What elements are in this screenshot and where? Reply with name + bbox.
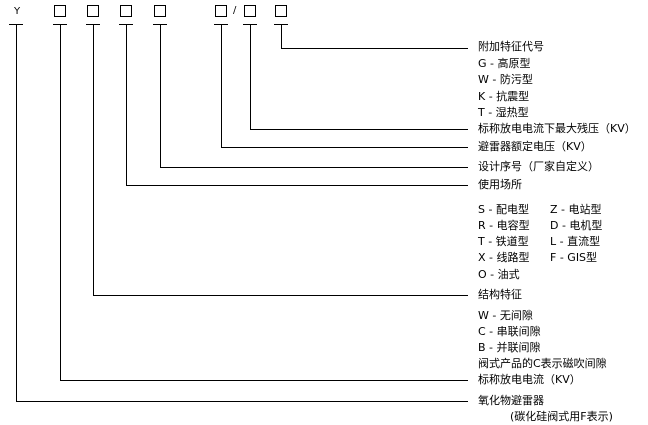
option-z-station: Z - 电站型 [550,203,602,216]
option-w-gapless: W - 无间隙 [478,309,533,322]
box-residual-voltage [244,5,256,17]
option-r-capacitor: R - 电容型 [478,219,530,232]
option-s-distribution: S - 配电型 [478,203,529,216]
label-rated-voltage: 避雷器额定电压（KV） [478,140,592,153]
leader-vertical-3 [126,24,127,185]
slash-separator: / [233,5,237,16]
box-usage [120,5,132,17]
option-t-railway: T - 铁道型 [478,235,529,248]
option-t-humid-tropical: T - 湿热型 [478,106,529,119]
leader-vertical-6 [250,24,251,129]
label-additional-feature: 附加特征代号 [478,40,544,53]
option-g-plateau: G - 高原型 [478,57,531,70]
leader-vertical-1 [60,24,61,380]
box-structure [87,5,99,17]
leader-vertical-2 [93,24,94,295]
leader-horizontal-2 [93,295,468,296]
leader-horizontal-6 [250,129,468,130]
label-design-serial: 设计序号（厂家自定义） [478,160,599,173]
option-k-antiseismic: K - 抗震型 [478,90,530,103]
leader-horizontal-1 [60,380,468,381]
label-zinc-oxide: 氧化物避雷器 [478,394,544,407]
leader-horizontal-7 [281,48,468,49]
option-o-oil: O - 油式 [478,268,520,281]
box-nominal-current [54,5,66,17]
label-residual-voltage: 标称放电电流下最大残压（KV） [478,122,636,135]
option-f-gis: F - GIS型 [550,251,598,264]
leader-horizontal-3 [126,185,468,186]
label-usage-location: 使用场所 [478,178,522,191]
option-c-series-gap: C - 串联间隙 [478,325,541,338]
option-b-parallel-gap: B - 并联间隙 [478,341,541,354]
box-rated-voltage [215,5,227,17]
option-d-motor: D - 电机型 [550,219,603,232]
note-silicon-carbide: (碳化硅阀式用F表示) [510,410,613,423]
note-valve-c: 阀式产品的C表示磁吹间隙 [478,357,607,370]
leader-vertical-y [16,24,17,401]
leader-horizontal-y [16,401,468,402]
leader-vertical-4 [160,24,161,167]
label-structure-feature: 结构特征 [478,288,522,301]
leader-horizontal-5 [221,147,468,148]
leader-vertical-5 [221,24,222,147]
leader-horizontal-4 [160,167,468,168]
prefix-letter: Y [14,6,21,17]
option-w-antifouling: W - 防污型 [478,73,533,86]
label-nominal-current: 标称放电电流（KV） [478,373,581,386]
leader-vertical-7 [281,24,282,48]
option-l-dc: L - 直流型 [550,235,601,248]
option-x-line: X - 线路型 [478,251,530,264]
box-additional-feature [275,5,287,17]
box-design-serial [154,5,166,17]
